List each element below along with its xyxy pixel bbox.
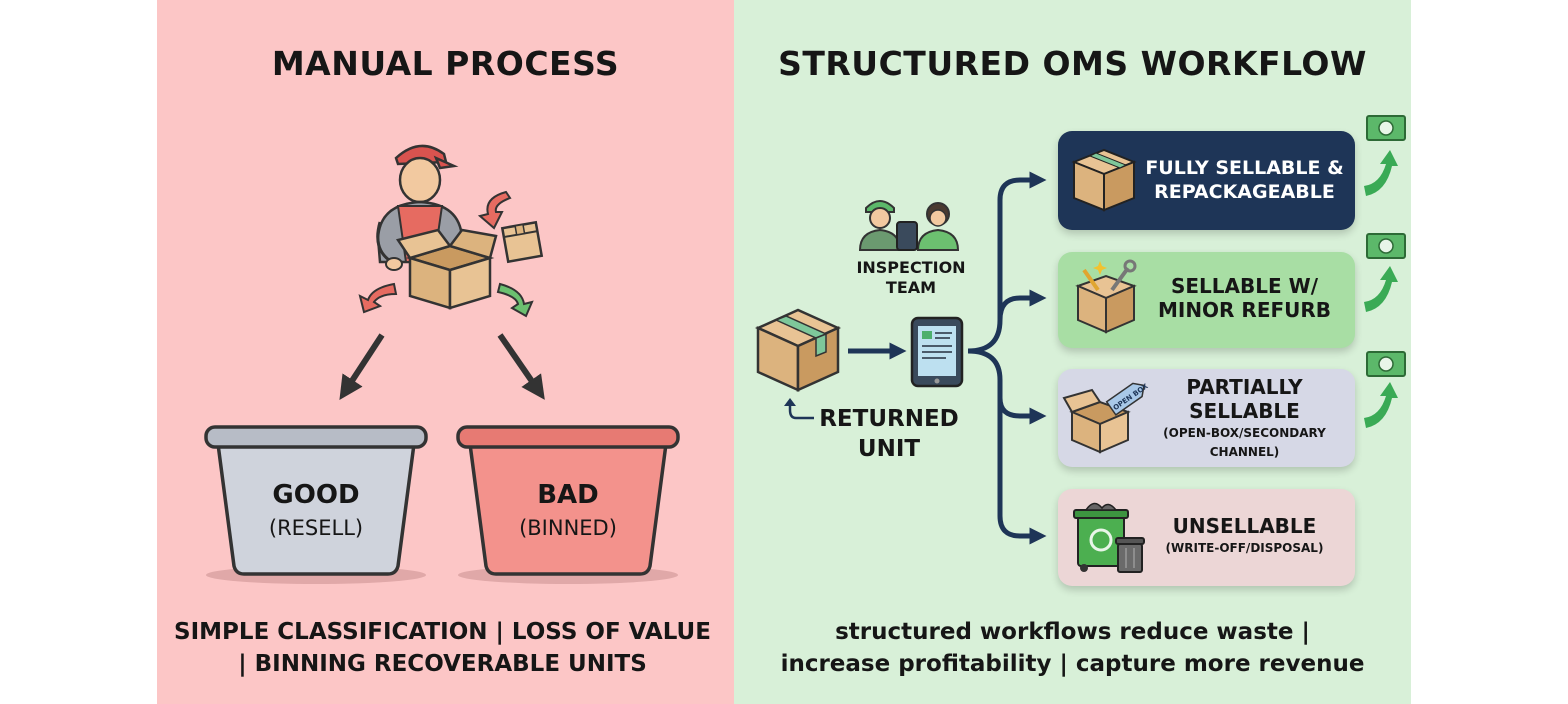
outcome-3-sub2: CHANNEL)	[1209, 445, 1280, 459]
outcome-2-line2: MINOR REFURB	[1157, 298, 1332, 322]
open-box-icon	[1062, 388, 1131, 454]
down-arrows-icon	[339, 333, 545, 401]
oms-workflow-panel: STRUCTURED OMS WORKFLOW structured workf…	[734, 0, 1411, 704]
inspection-line2: TEAM	[885, 278, 937, 297]
outcome-1-line2: REPACKAGEABLE	[1154, 181, 1335, 203]
outcome-2-line1: SELLABLE W/	[1170, 274, 1318, 298]
oms-caption: structured workflows reduce waste | incr…	[734, 616, 1411, 680]
manual-process-caption: SIMPLE CLASSIFICATION | LOSS OF VALUE | …	[157, 616, 734, 680]
manual-caption-line1: SIMPLE CLASSIFICATION | LOSS OF VALUE	[174, 619, 711, 645]
outcome-4-sub1: (WRITE-OFF/DISPOSAL)	[1165, 541, 1324, 555]
return-arrow-icon	[788, 404, 814, 420]
outcome-1-line1: FULLY SELLABLE &	[1145, 157, 1344, 179]
oms-workflow-title: STRUCTURED OMS WORKFLOW	[778, 44, 1367, 83]
bad-bin-icon	[456, 425, 680, 584]
good-bin-label: GOOD (RESELL)	[206, 480, 426, 540]
manual-process-panel: MANUAL PROCESS SIMPLE CLASSIFICATION | L…	[157, 0, 734, 704]
box-icon	[395, 228, 498, 310]
bad-bin-label: BAD (BINNED)	[458, 480, 678, 540]
oms-caption-line1: structured workflows reduce waste |	[835, 619, 1310, 645]
bad-bin-title: BAD	[537, 480, 599, 510]
good-bin-sub: (RESELL)	[268, 516, 364, 540]
tag-icon: OPEN BOX	[1105, 382, 1150, 416]
returned-unit-label: RETURNED UNIT	[812, 404, 966, 464]
returned-line1: RETURNED	[819, 406, 959, 432]
small-box-icon	[500, 220, 544, 264]
manual-caption-line2: | BINNING RECOVERABLE UNITS	[238, 651, 647, 677]
money-icon-2	[1366, 233, 1406, 259]
team-icon	[858, 200, 960, 251]
branch-arrows	[967, 171, 1047, 545]
returned-box-icon	[754, 308, 842, 392]
good-bin-title: GOOD	[272, 480, 360, 510]
money-icon-3	[1366, 351, 1406, 377]
outcome-3-sub1: (OPEN-BOX/SECONDARY	[1163, 426, 1326, 440]
oms-caption-line2: increase profitability | capture more re…	[780, 651, 1365, 677]
box-sellable-icon	[1071, 148, 1137, 212]
outcome-3-line2: SELLABLE	[1189, 399, 1300, 423]
outcome-3-line1: PARTIALLY	[1186, 375, 1303, 399]
money-icon-1	[1366, 115, 1406, 141]
returned-line2: UNIT	[857, 436, 921, 462]
manual-process-title: MANUAL PROCESS	[271, 44, 620, 83]
inspection-line1: INSPECTION	[856, 258, 966, 277]
recycle-bin-icon	[1073, 502, 1129, 572]
good-bin-icon	[204, 425, 428, 584]
up-arrow-icon-3	[1364, 382, 1398, 428]
outcome-4-line1: UNSELLABLE	[1172, 514, 1317, 538]
tablet-icon	[910, 316, 964, 388]
up-arrow-icon-1	[1364, 150, 1398, 196]
trash-can-icon	[1115, 537, 1145, 573]
sort-arrows-icon	[358, 190, 534, 318]
bad-bin-sub: (BINNED)	[519, 516, 617, 540]
up-arrow-icon-2	[1364, 266, 1398, 312]
inspection-team-label: INSPECTION TEAM	[846, 258, 976, 298]
tools-icon	[1075, 259, 1137, 334]
